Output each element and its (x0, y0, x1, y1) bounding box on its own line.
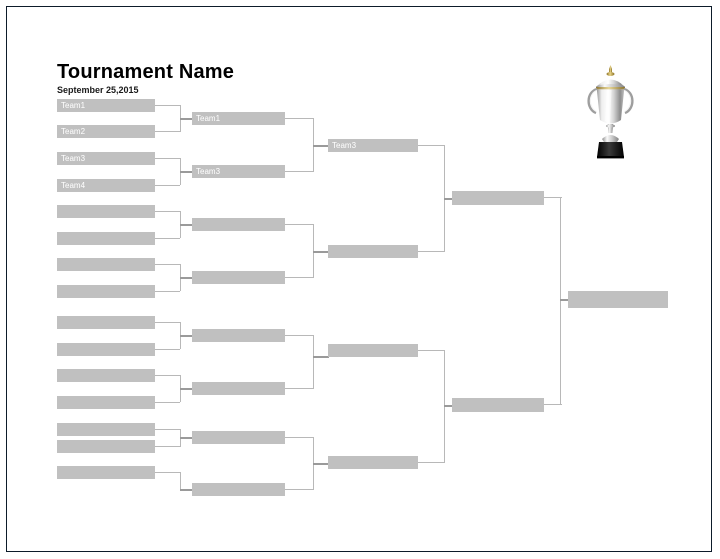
connector-line (155, 472, 180, 473)
connector-line (155, 158, 180, 159)
trophy-icon (583, 63, 638, 161)
connector-line (180, 224, 192, 226)
bracket-slot-champion[interactable] (568, 291, 668, 308)
bracket-slot-r4-2[interactable] (452, 398, 544, 412)
connector-line (155, 429, 180, 430)
connector-line (155, 375, 180, 376)
bracket-slot-r3-4[interactable] (328, 456, 418, 469)
bracket-slot-r1-8[interactable] (57, 285, 155, 298)
bracket-slot-r2-6[interactable] (192, 382, 285, 395)
connector-line (313, 335, 314, 389)
bracket-slot-r1-13[interactable] (57, 423, 155, 436)
bracket-slot-r1-15[interactable] (57, 466, 155, 479)
connector-line (285, 489, 313, 490)
bracket-slot-r1-4[interactable]: Team4 (57, 179, 155, 192)
bracket-slot-r1-7[interactable] (57, 258, 155, 271)
connector-line (180, 437, 192, 439)
bracket-slot-r1-14[interactable] (57, 440, 155, 453)
connector-line (285, 224, 313, 225)
connector-line (180, 472, 181, 490)
connector-line (180, 277, 192, 279)
bracket-slot-r2-5[interactable] (192, 329, 285, 342)
slot-label: Team4 (61, 180, 86, 190)
slot-label: Team1 (196, 113, 221, 123)
connector-line (180, 171, 192, 173)
bracket-slot-r1-1[interactable]: Team1 (57, 99, 155, 112)
bracket-slot-r1-9[interactable] (57, 316, 155, 329)
connector-line (444, 405, 458, 407)
connector-line (544, 197, 562, 198)
bracket-slot-r4-1[interactable] (452, 191, 544, 205)
bracket-slot-r3-2[interactable] (328, 245, 418, 258)
connector-line (155, 322, 180, 323)
connector-line (313, 145, 329, 147)
connector-line (313, 251, 329, 253)
connector-line (444, 350, 445, 463)
connector-line (560, 299, 570, 301)
connector-line (155, 264, 180, 265)
connector-line (285, 388, 313, 389)
connector-line (285, 335, 313, 336)
connector-line (418, 350, 444, 351)
page-title: Tournament Name (57, 61, 235, 83)
connector-line (155, 402, 180, 403)
connector-line (180, 388, 192, 390)
connector-line (155, 185, 180, 186)
bracket-slot-r3-1[interactable]: Team3 (328, 139, 418, 152)
connector-line (285, 118, 313, 119)
connector-line (418, 462, 444, 463)
bracket-slot-r2-2[interactable]: Team3 (192, 165, 285, 178)
bracket-slot-r2-8[interactable] (192, 483, 285, 496)
connector-line (285, 437, 313, 438)
connector-line (418, 145, 444, 146)
slot-label: Team3 (196, 166, 221, 176)
connector-line (285, 277, 313, 278)
connector-line (155, 105, 180, 106)
slot-label: Team2 (61, 126, 86, 136)
bracket-slot-r1-6[interactable] (57, 232, 155, 245)
connector-line (544, 404, 562, 405)
connector-line (313, 356, 329, 358)
slot-label: Team1 (61, 100, 86, 110)
bracket-slot-r1-3[interactable]: Team3 (57, 152, 155, 165)
bracket-slot-r1-12[interactable] (57, 396, 155, 409)
connector-line (155, 131, 180, 132)
connector-line (285, 171, 313, 172)
connector-line (155, 238, 180, 239)
bracket-slot-r2-1[interactable]: Team1 (192, 112, 285, 125)
bracket-slot-r1-5[interactable] (57, 205, 155, 218)
bracket-slot-r1-10[interactable] (57, 343, 155, 356)
bracket-slot-r2-3[interactable] (192, 218, 285, 231)
connector-line (560, 197, 561, 405)
connector-line (180, 489, 192, 491)
slot-label: Team3 (332, 140, 357, 150)
slot-label: Team3 (61, 153, 86, 163)
connector-line (444, 198, 458, 200)
connector-line (155, 349, 180, 350)
bracket-slot-r1-11[interactable] (57, 369, 155, 382)
tournament-date: September 25,2015 (57, 85, 139, 95)
connector-line (155, 446, 180, 447)
connector-line (155, 291, 180, 292)
bracket-slot-r3-3[interactable] (328, 344, 418, 357)
bracket-slot-r2-4[interactable] (192, 271, 285, 284)
bracket-slot-r2-7[interactable] (192, 431, 285, 444)
connector-line (180, 335, 192, 337)
connector-line (418, 251, 444, 252)
bracket-slot-r1-2[interactable]: Team2 (57, 125, 155, 138)
connector-line (180, 118, 192, 120)
connector-line (313, 463, 329, 465)
connector-line (155, 211, 180, 212)
